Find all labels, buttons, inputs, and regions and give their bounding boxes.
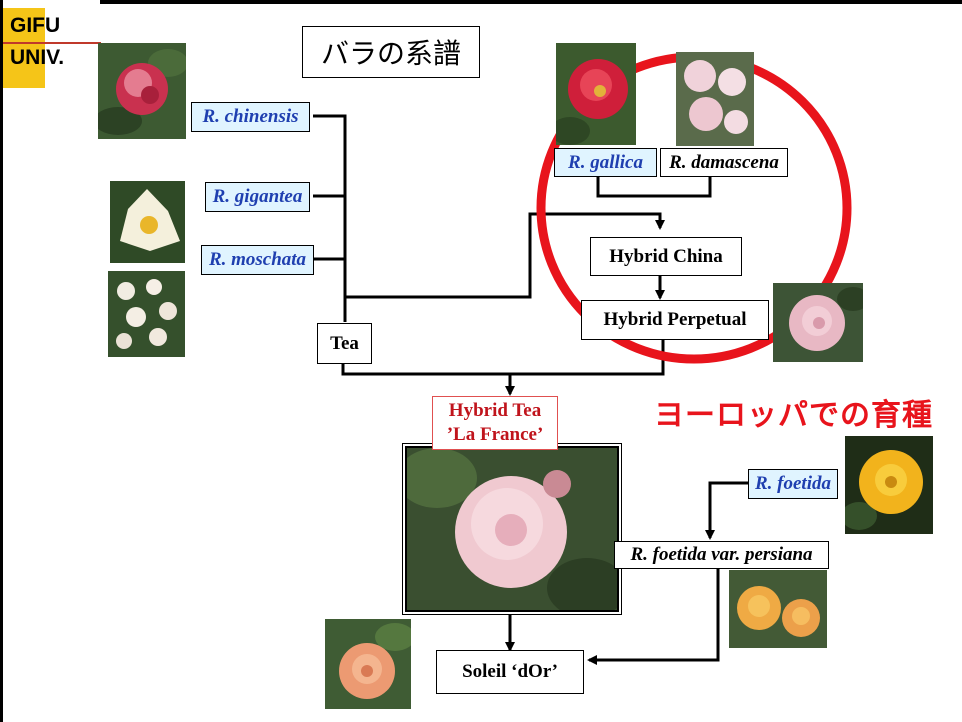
- logo-underline: [3, 42, 101, 44]
- page-title: バラの系譜: [302, 26, 480, 78]
- species-gallica-label: R. gallica: [554, 148, 657, 177]
- species-foetida-label: R. foetida: [748, 469, 838, 499]
- species-foetida-persiana-label: R. foetida var. persiana: [614, 541, 829, 569]
- connector-gallica: [596, 176, 660, 198]
- logo-line-1: GIFU: [10, 14, 61, 37]
- species-gigantea-label: R. gigantea: [205, 182, 310, 212]
- node-hybrid-tea: Hybrid Tea ’La France’: [432, 396, 558, 450]
- damascena-rose-photo: [676, 52, 754, 146]
- la-france-rose-photo: [402, 443, 622, 615]
- node-hybrid-china: Hybrid China: [590, 237, 742, 276]
- node-tea: Tea: [317, 323, 372, 364]
- slide-border-left: [0, 0, 3, 722]
- europe-breeding-annotation: ヨーロッパでの育種: [654, 398, 933, 433]
- gallica-rose-photo: [556, 43, 636, 145]
- connector-damascena: [660, 176, 712, 198]
- la-france-name: ’La France’: [446, 424, 544, 445]
- species-damascena-label: R. damascena: [660, 148, 788, 177]
- hybrid-tea-name: Hybrid Tea: [448, 400, 542, 421]
- node-hybrid-perpetual: Hybrid Perpetual: [581, 300, 769, 340]
- species-chinensis-label: R. chinensis: [191, 102, 310, 132]
- hybrid-perpetual-rose-photo: [773, 283, 863, 362]
- node-soleil-dor: Soleil ‘dOr’: [436, 650, 584, 694]
- persiana-rose-photo: [729, 570, 827, 648]
- chinensis-rose-photo: [98, 43, 186, 139]
- connector-to-hybrid-china: [345, 212, 665, 299]
- soleil-dor-rose-photo: [325, 619, 411, 709]
- logo-mark: [3, 8, 45, 88]
- gigantea-rose-photo: [110, 181, 185, 263]
- logo-line-2: UNIV.: [10, 46, 65, 69]
- connector-chinensis: [313, 114, 347, 322]
- species-moschata-label: R. moschata: [201, 245, 314, 275]
- foetida-rose-photo: [845, 436, 933, 534]
- moschata-rose-photo: [108, 271, 185, 357]
- connector-foetida: [705, 481, 749, 540]
- connector-tea-down: [341, 340, 665, 376]
- slide-border-top: [100, 0, 962, 4]
- connector-persiana-to-soleil: [587, 568, 720, 665]
